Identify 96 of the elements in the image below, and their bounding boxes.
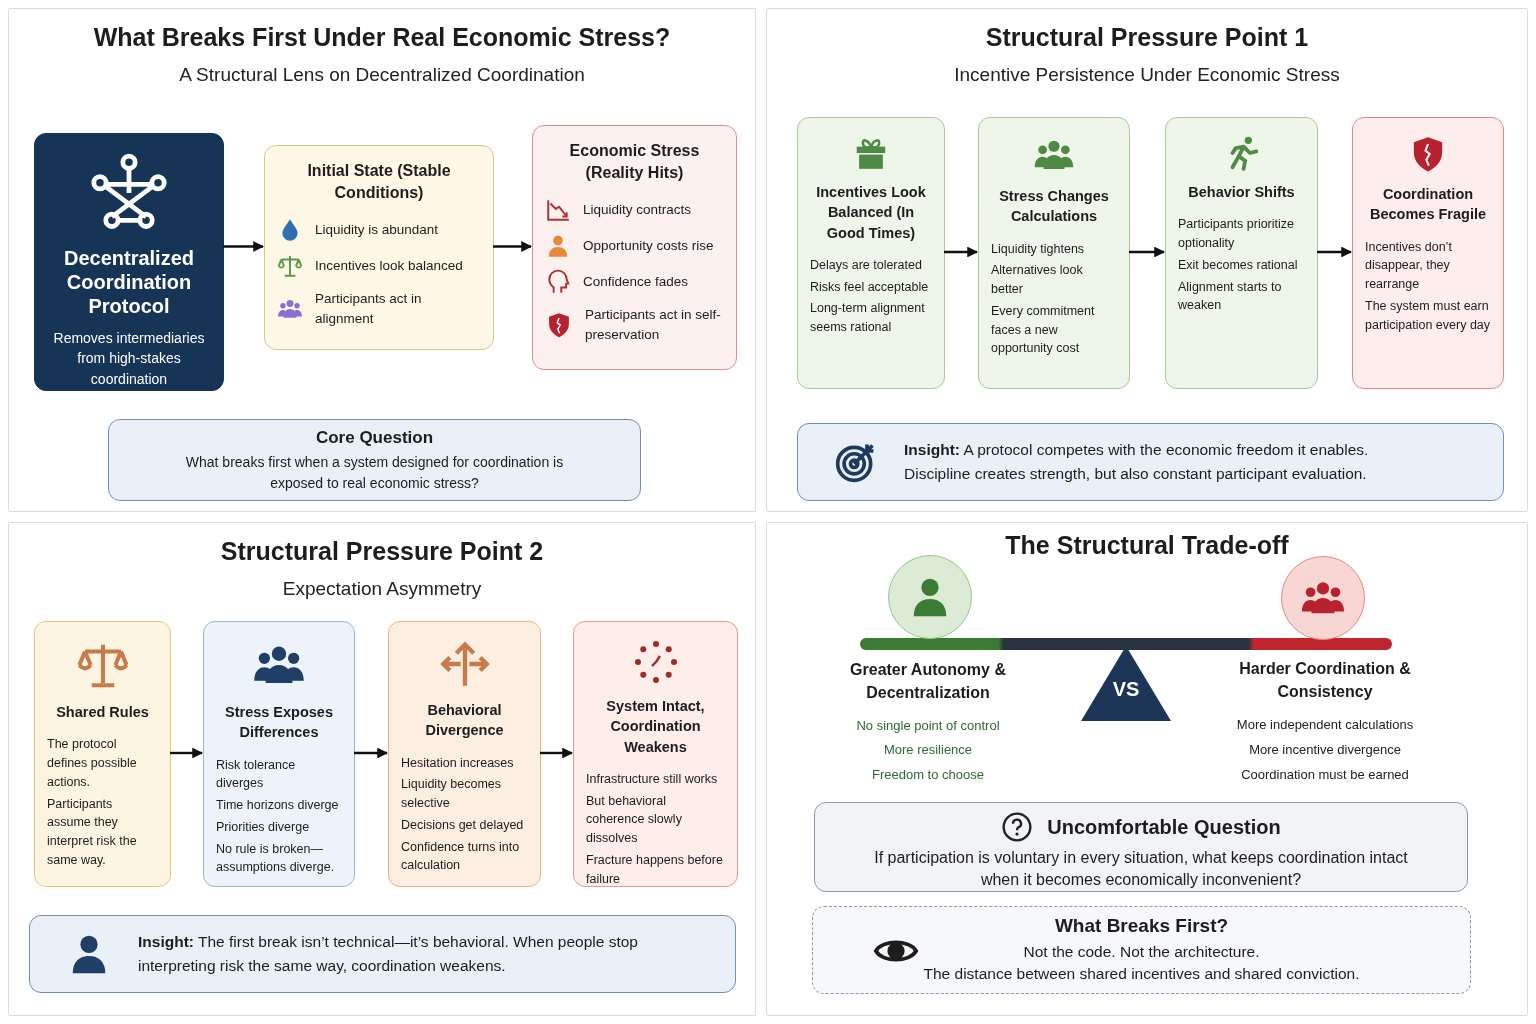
list-item: Liquidity becomes selective (401, 776, 503, 813)
list-item: Decisions get delayed (401, 816, 525, 834)
card-heading: Economic Stress (Reality Hits) (568, 141, 701, 183)
panel-card (766, 8, 1528, 512)
question-text: If participation is voluntary in every situation, what keeps coordination intact when it becomes economically inconvenient? (873, 848, 1409, 891)
list-item: No rule is broken—assumptions diverge. (216, 840, 336, 877)
list-item: More resilience (882, 741, 974, 759)
list-item: Risks feel acceptable (810, 278, 930, 296)
list-item: Opportunity costs rise (583, 237, 714, 256)
panel-title: The Structural Trade-off (1004, 531, 1290, 560)
card-title: Decentralized Coordination Protocol (62, 246, 196, 318)
list-item: Fracture happens before failure (586, 851, 724, 888)
protocol-card (34, 133, 224, 391)
card-heading: Coordination Becomes Fragile (1368, 185, 1488, 225)
card-heading: Shared Rules (55, 703, 150, 722)
list-item: More independent calculations (1235, 716, 1415, 734)
insight-card (29, 915, 736, 993)
list-item: Participants prioritize optionality (1178, 216, 1295, 253)
panel-title: Structural Pressure Point 2 (219, 537, 545, 566)
conclusion-card (812, 906, 1471, 994)
panel-card (8, 8, 756, 512)
panel-card (8, 522, 756, 1016)
column-heading: Harder Coordination & Consistency (1238, 659, 1412, 703)
list-item: Incentives don’t disappear, they rearrange (1365, 238, 1453, 294)
list-item: Delays are tolerated (810, 256, 923, 274)
list-item: Alternatives look better (991, 262, 1084, 299)
list-item: The system must earn participation every day (1365, 297, 1491, 334)
card-heading: Behavior Shifts (1187, 183, 1296, 202)
column-heading: Greater Autonomy & Decentralization (849, 660, 1007, 704)
card-heading: Incentives Look Balanced (In Good Times) (815, 183, 927, 243)
arrow (1317, 246, 1353, 258)
stage-card (532, 125, 737, 370)
stage-card (1165, 117, 1318, 389)
arrow (170, 747, 204, 759)
stage-card (203, 621, 355, 887)
question-card (108, 419, 641, 501)
stage-card (264, 145, 494, 350)
stage-card (978, 117, 1130, 389)
list-item: Exit becomes rational (1178, 256, 1299, 274)
arrow (944, 246, 979, 258)
panel-subtitle: Incentive Persistence Under Economic Stress (953, 64, 1341, 86)
list-item: Infrastructure still works (586, 770, 719, 788)
panel-subtitle: A Structural Lens on Decentralized Coordination (178, 64, 586, 86)
list-item: But behavioral coherence slowly dissolves (586, 792, 683, 848)
panel-title: Structural Pressure Point 1 (984, 23, 1310, 52)
list-item: Freedom to choose (871, 766, 985, 784)
conclusion-text: The distance between shared incentives and shared conviction. (922, 964, 1361, 985)
insight-text: Insight: The first break isn’t technical—it’s behavioral. When people stop interpreting risk the same way, coordination weakens. (138, 932, 639, 976)
list-item: Long-term alignment seems rational (810, 300, 926, 337)
list-item: Participants act in self-preservation (585, 306, 722, 345)
question-card (814, 802, 1468, 892)
arrow (223, 241, 265, 252)
card-heading: Stress Exposes Differences (224, 703, 334, 743)
stage-card (573, 621, 738, 887)
card-heading: Stress Changes Calculations (998, 187, 1110, 227)
panel-subtitle: Expectation Asymmetry (281, 578, 483, 600)
list-item: No single point of control (855, 717, 1001, 735)
list-item: Risk tolerance diverges (216, 756, 297, 793)
card-heading: What Breaks First? (1053, 915, 1230, 937)
list-item: Alignment starts to weaken (1178, 278, 1283, 315)
list-item: Incentives look balanced (315, 257, 463, 276)
stage-card (1352, 117, 1504, 389)
question-text: What breaks first when a system designed for coordination is exposed to real economic stress? (184, 453, 565, 493)
stage-card (388, 621, 541, 887)
list-item: Priorities diverge (216, 818, 311, 836)
panel-title: What Breaks First Under Real Economic Stress? (92, 23, 672, 52)
list-item: Confidence fades (583, 273, 689, 292)
card-heading: System Intact, Coordination Weakens (605, 697, 706, 757)
list-item: Participants assume they interpret risk the same way. (47, 795, 138, 869)
list-item: Participants act in alignment (315, 290, 423, 329)
stage-card (34, 621, 171, 887)
card-heading: Initial State (Stable Conditions) (306, 161, 452, 203)
list-item: Liquidity contracts (583, 201, 692, 220)
stage-card (797, 117, 945, 389)
insight-text: Insight: A protocol competes with the economic freedom it enables. Discipline creates strength, but also constant participant evaluation. (904, 440, 1370, 484)
arrow (540, 747, 574, 759)
card-heading: Core Question (314, 428, 435, 448)
list-item: Liquidity is abundant (315, 221, 439, 240)
card-description: Removes intermediaries from high-stakes coordination (52, 329, 206, 389)
list-item: Hesitation increases (401, 754, 515, 772)
panel-card (766, 522, 1528, 1016)
conclusion-text: Not the code. Not the architecture. (1022, 942, 1261, 962)
arrow (1129, 246, 1166, 258)
list-item: The protocol defines possible actions. (47, 736, 138, 791)
list-item: Coordination must be earned (1240, 766, 1410, 784)
card-heading: Behavioral Divergence (424, 701, 505, 741)
arrow (354, 747, 389, 759)
list-item: Confidence turns into calculation (401, 838, 521, 875)
list-item: Time horizons diverge (216, 797, 340, 815)
list-item: More incentive divergence (1248, 741, 1402, 759)
insight-card (797, 423, 1504, 501)
vs-label: VS (1111, 677, 1141, 701)
list-item: Liquidity tightens (991, 240, 1086, 258)
arrow (493, 241, 533, 252)
list-item: Every commitment faces a new opportunity cost (991, 302, 1096, 358)
card-heading: Uncomfortable Question (1047, 815, 1281, 839)
